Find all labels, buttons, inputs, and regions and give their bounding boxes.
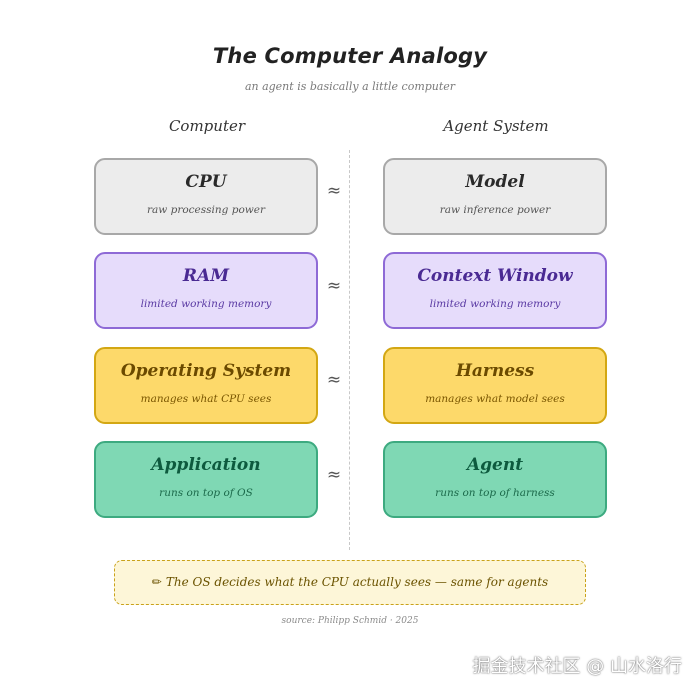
box-title: Model xyxy=(465,172,525,192)
box-title: RAM xyxy=(182,266,230,286)
box-application: Application runs on top of OS xyxy=(94,441,318,518)
box-model: Model raw inference power xyxy=(383,158,607,235)
note-callout: ✏The OS decides what the CPU actually se… xyxy=(114,560,586,605)
note-text: The OS decides what the CPU actually see… xyxy=(165,575,549,589)
approx-symbol: ≈ xyxy=(326,465,342,485)
box-agent: Agent runs on top of harness xyxy=(383,441,607,518)
approx-symbol: ≈ xyxy=(326,276,342,296)
box-title: Agent xyxy=(466,455,524,475)
box-cpu: CPU raw processing power xyxy=(94,158,318,235)
diagram-subtitle: an agent is basically a little computer xyxy=(244,80,456,93)
box-title: Operating System xyxy=(120,361,292,381)
box-description: raw processing power xyxy=(147,204,265,216)
box-description: raw inference power xyxy=(439,204,551,216)
box-title: Context Window xyxy=(417,266,573,286)
box-title: CPU xyxy=(185,172,227,192)
box-description: runs on top of OS xyxy=(159,487,253,499)
box-description: manages what CPU sees xyxy=(140,393,272,405)
box-title: Harness xyxy=(455,361,535,381)
box-description: manages what model sees xyxy=(425,393,565,405)
pencil-icon: ✏ xyxy=(151,575,162,589)
box-description: limited working memory xyxy=(140,298,272,310)
approx-symbol: ≈ xyxy=(326,181,342,201)
column-header-agent-system: Agent System xyxy=(443,117,549,135)
source-credit: source: Philipp Schmid · 2025 xyxy=(281,616,419,626)
box-description: limited working memory xyxy=(429,298,561,310)
center-divider xyxy=(349,150,350,550)
approx-symbol: ≈ xyxy=(326,370,342,390)
diagram-title: The Computer Analogy xyxy=(212,44,488,68)
column-header-computer: Computer xyxy=(168,117,246,135)
box-operating-system: Operating System manages what CPU sees xyxy=(94,347,318,424)
box-ram: RAM limited working memory xyxy=(94,252,318,329)
box-title: Application xyxy=(151,455,261,475)
watermark: 掘金技术社区 @ 山水洛行 xyxy=(472,656,682,677)
box-context-window: Context Window limited working memory xyxy=(383,252,607,329)
box-harness: Harness manages what model sees xyxy=(383,347,607,424)
box-description: runs on top of harness xyxy=(435,487,555,499)
